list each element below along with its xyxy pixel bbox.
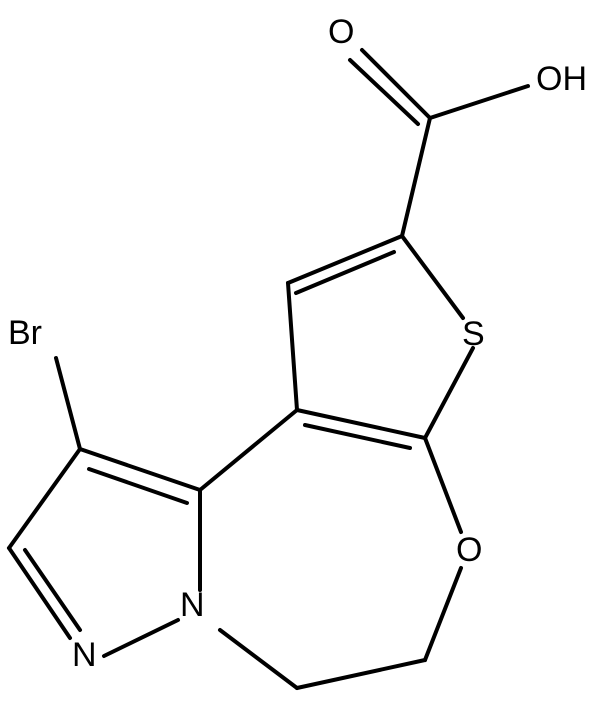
bond-carbonyl-inner — [348, 58, 420, 126]
bond-ch2-ch2 — [295, 658, 427, 690]
bond-n-n — [102, 618, 180, 658]
bond-s-c7a — [423, 346, 475, 440]
bond-c3a-c7a-inner — [303, 423, 412, 450]
bond-cbr-ch — [7, 447, 82, 550]
bond-c5-c4-outer — [286, 234, 404, 285]
bond-ch-n-outer — [7, 546, 72, 640]
bond-o-ch2 — [423, 566, 463, 662]
bond-carbonyl-outer — [360, 48, 432, 120]
atom-o-carbonyl: O — [328, 13, 354, 51]
bond-c5-s — [400, 234, 465, 320]
bond-ch2-n — [218, 628, 299, 690]
atom-s: S — [462, 315, 485, 353]
atom-o-ring: O — [456, 531, 482, 569]
bond-ch-n-inner — [23, 548, 82, 632]
bond-c7a-o — [423, 436, 463, 534]
bond-cring-cbr-outer — [78, 447, 202, 492]
atom-n-pyrazole: N — [72, 636, 97, 674]
bond-c3a-cring — [198, 408, 299, 492]
atom-br: Br — [8, 314, 42, 352]
bond-c4-c3a — [286, 281, 299, 412]
bond-c5-c4-inner — [294, 250, 396, 295]
bonds — [7, 48, 530, 690]
bond-c-oh — [428, 84, 530, 120]
bond-cbr-br — [54, 356, 82, 451]
bond-cring-cbr-inner — [87, 467, 189, 505]
bond-cooh-c-to-thiophene — [400, 116, 432, 238]
atom-n-bridge: N — [180, 586, 205, 624]
atom-oh: OH — [536, 60, 587, 98]
bond-c3a-c7a-outer — [295, 408, 427, 440]
atom-labels: O OH S Br O N N — [8, 13, 587, 674]
